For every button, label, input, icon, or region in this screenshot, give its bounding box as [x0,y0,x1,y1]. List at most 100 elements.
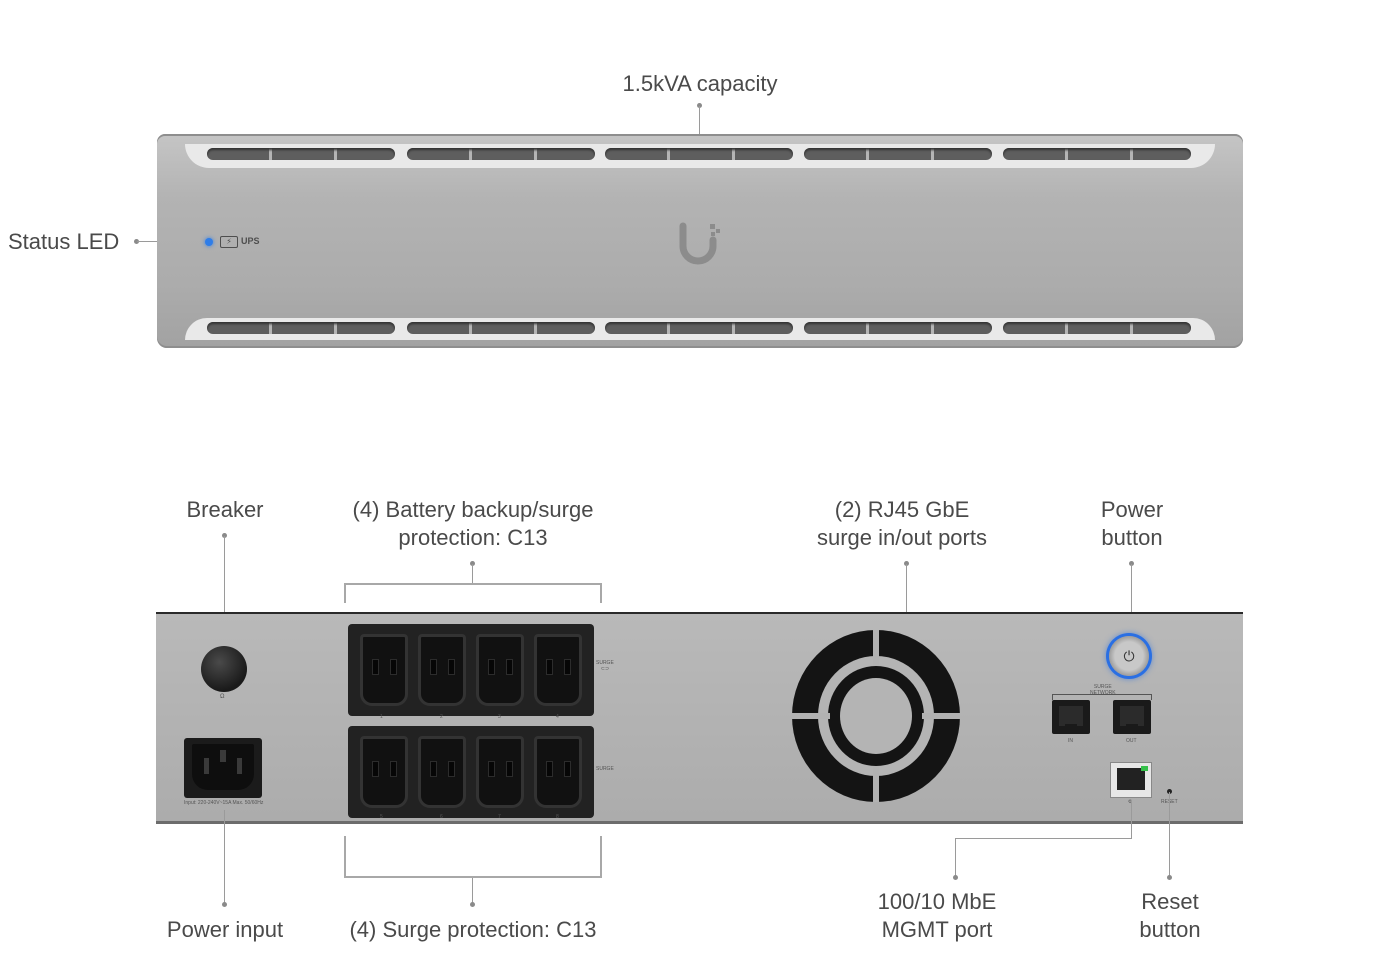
top-vent-strip [185,144,1215,168]
power-input-label: Power input [166,917,284,942]
bottom-vent [605,322,793,334]
top-vent [605,148,793,160]
surge-network-bracket [1052,694,1152,695]
outlet-number: 4 [556,714,559,720]
inlet-rating-text: Input: 220-240V~15A Max. 50/60Hz [184,800,264,806]
mgmt-leader-vertical [1131,800,1132,838]
power-inlet-socket [192,744,254,790]
bank2-tag: SURGE [596,766,614,772]
rj45-leader-dot [904,561,909,566]
battery-outlet-bank [348,624,594,716]
battery-outlets-label-line2: protection: C13 [398,525,548,550]
reset-callout: Reset button [1110,888,1230,944]
mgmt-leader-drop [955,838,956,876]
breaker-callout: Breaker [150,496,300,524]
ubiquiti-logo-icon [679,222,720,265]
c13-outlet[interactable] [534,736,582,808]
top-vent [804,148,992,160]
c13-outlet[interactable] [360,634,408,706]
rj45-leader-vertical [906,564,907,628]
outlet-number: 2 [440,714,443,720]
mgmt-port[interactable] [1110,762,1152,798]
power-button-label-line1: Power [1100,497,1164,522]
mgmt-port-mark: ⚙ [1128,799,1132,805]
status-led-label: Status LED [8,229,120,254]
power-button[interactable]: ⏻ [1109,636,1149,676]
power-button-label-line2: button [1101,525,1163,550]
surge-outlet-bank [348,726,594,818]
reset-leader [1169,792,1170,876]
inlet-pin-right [237,758,242,774]
rj45-callout: (2) RJ45 GbE surge in/out ports [790,496,1014,552]
capacity-leader-dot [697,103,702,108]
fan-spoke [873,630,879,666]
battery-outlets-leader-dot [470,561,475,566]
bank1-tag-line1: SURGE [596,660,614,666]
power-button-leader [1131,564,1132,634]
bottom-vent [1003,322,1191,334]
bottom-vent [207,322,395,334]
reset-button[interactable] [1167,789,1172,794]
power-button-leader-dot [1129,561,1134,566]
surge-network-bracket [1052,694,1053,700]
mgmt-leader-horizontal [955,838,1132,839]
surge-network-bracket [1151,694,1152,700]
c13-outlet[interactable] [476,736,524,808]
breaker-leader-dot [222,533,227,538]
ups-front-panel: ⚡ UPS [157,134,1243,348]
surge-outlets-callout: (4) Surge protection: C13 [318,916,628,944]
rj45-label-line2: surge in/out ports [817,525,987,550]
power-input-leader [224,810,225,904]
c13-outlet[interactable] [360,736,408,808]
battery-outlets-label-line1: (4) Battery backup/surge [352,497,594,522]
fan-hub [840,678,912,754]
top-vent [407,148,595,160]
mgmt-port-callout: 100/10 MbE MGMT port [842,888,1032,944]
power-input-callout: Power input [140,916,310,944]
ups-rear-panel: Ω Input: 220-240V~15A Max. 50/60Hz 1 2 3… [156,612,1243,824]
fan-spoke [922,713,960,719]
port-in-label: IN [1068,738,1073,744]
inlet-pin-ground [220,750,226,762]
c13-outlet[interactable] [476,634,524,706]
bottom-vent-strip [185,318,1215,340]
port-out-label: OUT [1126,738,1137,744]
outlet-number: 6 [440,814,443,820]
surge-outlets-label: (4) Surge protection: C13 [349,917,597,942]
rj45-out-port[interactable] [1113,700,1151,734]
rj45-in-port[interactable] [1052,700,1090,734]
top-vent [207,148,395,160]
battery-outlets-bracket [344,583,602,603]
breaker-knob[interactable] [201,646,247,692]
mgmt-port-label-line2: MGMT port [881,917,993,942]
status-led-callout: Status LED [8,228,130,256]
mgmt-leader-dot [953,875,958,880]
capacity-leader [699,106,700,134]
bank1-tag: SURGE ⊂⊃ [596,660,614,672]
surge-outlets-bracket [344,836,602,878]
power-input-leader-dot [222,902,227,907]
breaker-leader [224,536,225,636]
surge-network-line2: NETWORK [1090,690,1116,696]
breaker-marking: Ω [220,694,225,700]
bottom-vent [804,322,992,334]
surge-network-line1: SURGE [1093,684,1112,690]
fan-spoke [873,766,879,802]
c13-outlet[interactable] [418,736,466,808]
status-led-leader-dot [134,239,139,244]
mgmt-port-label-line1: 100/10 MbE [877,889,997,914]
c13-outlet[interactable] [534,634,582,706]
fan-spoke [792,713,830,719]
capacity-label: 1.5kVA capacity [622,71,778,96]
ups-indicator-text: UPS [241,236,260,246]
outlet-number: 8 [556,814,559,820]
reset-leader-dot [1167,875,1172,880]
outlet-number: 7 [498,814,501,820]
outlet-number: 1 [380,714,383,720]
power-button-callout: Power button [1072,496,1192,552]
capacity-callout: 1.5kVA capacity [600,70,800,98]
c13-outlet[interactable] [418,634,466,706]
breaker-label: Breaker [186,497,264,522]
battery-charge-icon: ⚡ [220,236,238,248]
power-inlet[interactable] [184,738,262,798]
